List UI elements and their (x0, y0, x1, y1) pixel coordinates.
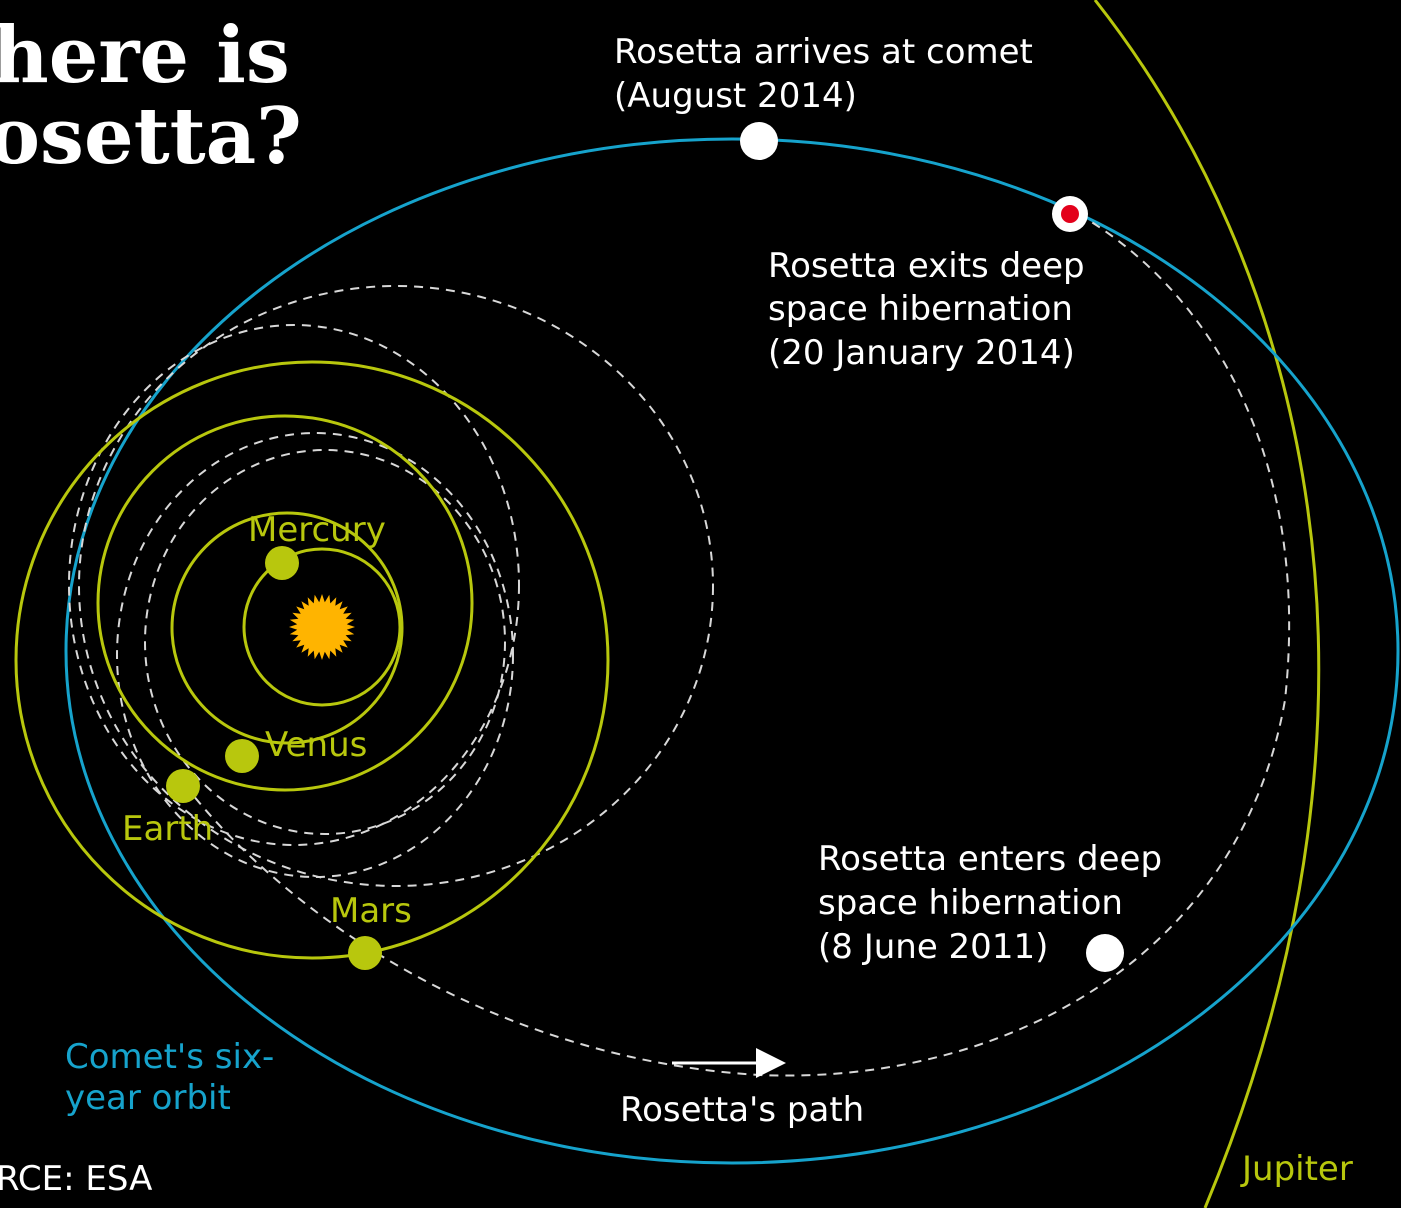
mercury-planet (265, 546, 299, 580)
title-line-1: here is (0, 10, 290, 101)
rosetta-path-loop-2 (68, 324, 520, 846)
jupiter-orbit (1093, 0, 1321, 1208)
arrives-label-2: (August 2014) (614, 76, 857, 116)
enters-label-3: (8 June 2011) (818, 927, 1048, 967)
enters-label-1: Rosetta enters deep (818, 839, 1162, 879)
mercury-orbit (242, 547, 402, 707)
mars-orbit (14, 360, 610, 960)
mercury-label: Mercury (248, 510, 386, 550)
exits-marker-dot (1061, 205, 1079, 223)
path-label: Rosetta's path (620, 1090, 864, 1130)
exits-marker (1052, 196, 1088, 232)
sun-core (298, 603, 346, 651)
enters-marker (1086, 934, 1124, 972)
venus-planet (225, 739, 259, 773)
comet-orbit-label-1: Comet's six- (65, 1037, 274, 1077)
planets (166, 546, 382, 970)
sun-icon (289, 594, 355, 660)
earth-planet (166, 769, 200, 803)
arrives-marker (740, 122, 778, 160)
rosetta-path-loop-4 (116, 432, 514, 878)
planet-orbits (14, 360, 610, 960)
comet-orbit (64, 137, 1400, 1165)
source-label: RCE: ESA (0, 1159, 152, 1199)
rosetta-path-loop-3 (144, 449, 506, 835)
arrives-label-1: Rosetta arrives at comet (614, 32, 1033, 72)
earth-label: Earth (122, 809, 213, 849)
rosetta-path-outer-loop (184, 211, 1291, 1077)
venus-label: Venus (265, 725, 367, 765)
rosetta-path (68, 211, 1291, 1077)
exits-label-1: Rosetta exits deep (768, 246, 1085, 286)
enters-label-2: space hibernation (818, 883, 1123, 923)
exits-label-2: space hibernation (768, 289, 1073, 329)
mars-label: Mars (330, 891, 412, 931)
title-line-2: osetta? (0, 91, 302, 182)
comet-orbit-label-2: year orbit (65, 1078, 231, 1118)
jupiter-label: Jupiter (1240, 1149, 1353, 1189)
earth-orbit (96, 414, 474, 792)
rosetta-path-loop-1 (78, 285, 714, 887)
mars-planet (348, 936, 382, 970)
venus-orbit (170, 511, 404, 745)
exits-label-3: (20 January 2014) (768, 333, 1075, 373)
